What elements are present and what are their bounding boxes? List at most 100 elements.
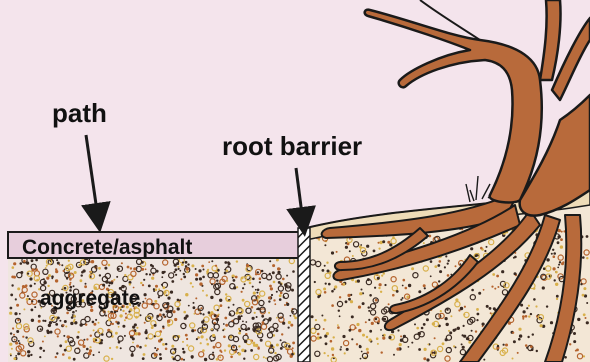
- speckle: [10, 294, 13, 297]
- speckle: [262, 321, 265, 324]
- speckle: [201, 265, 204, 268]
- speckle: [127, 266, 130, 269]
- speckle: [89, 346, 91, 348]
- speckle: [195, 268, 197, 270]
- speckle: [220, 304, 223, 307]
- speckle: [408, 346, 410, 348]
- speckle: [9, 312, 12, 315]
- speckle: [255, 289, 257, 291]
- speckle: [575, 350, 577, 352]
- speckle: [525, 344, 528, 347]
- speckle: [245, 328, 248, 331]
- speckle: [314, 281, 316, 283]
- speckle: [69, 284, 71, 286]
- speckle: [242, 299, 245, 302]
- speckle: [140, 282, 142, 284]
- speckle: [194, 329, 196, 331]
- speckle: [445, 255, 447, 257]
- speckle: [181, 263, 184, 266]
- speckle: [322, 269, 325, 272]
- speckle: [231, 320, 233, 322]
- speckle: [109, 347, 111, 349]
- speckle: [162, 343, 165, 346]
- speckle: [573, 340, 576, 343]
- speckle: [63, 270, 65, 272]
- speckle: [522, 318, 524, 320]
- speckle: [10, 355, 12, 357]
- speckle: [362, 334, 365, 337]
- speckle: [292, 347, 294, 349]
- speckle: [348, 298, 351, 301]
- speckle: [253, 292, 256, 295]
- speckle: [208, 311, 211, 314]
- speckle: [121, 262, 123, 264]
- speckle: [151, 277, 154, 280]
- speckle: [242, 287, 244, 289]
- speckle: [361, 289, 363, 291]
- speckle: [90, 271, 92, 273]
- speckle: [118, 268, 120, 270]
- speckle: [166, 310, 169, 313]
- speckle: [228, 262, 231, 265]
- speckle: [145, 329, 147, 331]
- speckle: [260, 339, 263, 342]
- speckle: [75, 310, 77, 312]
- speckle: [367, 278, 370, 281]
- speckle: [411, 342, 413, 344]
- speckle: [497, 345, 499, 347]
- speckle: [392, 294, 395, 297]
- speckle: [447, 263, 449, 265]
- speckle: [19, 313, 21, 315]
- speckle: [17, 352, 20, 355]
- speckle: [359, 292, 362, 295]
- speckle: [244, 283, 246, 285]
- speckle: [358, 329, 361, 332]
- speckle: [556, 298, 558, 300]
- speckle: [182, 341, 184, 343]
- speckle: [211, 340, 213, 342]
- speckle: [497, 286, 499, 288]
- speckle: [369, 338, 372, 341]
- speckle: [383, 272, 385, 274]
- speckle: [366, 336, 368, 338]
- speckle: [206, 294, 208, 296]
- speckle: [351, 315, 354, 318]
- speckle: [62, 353, 65, 356]
- speckle: [270, 287, 273, 290]
- speckle: [573, 332, 576, 335]
- speckle: [12, 266, 15, 269]
- speckle: [376, 337, 379, 340]
- speckle: [288, 345, 291, 348]
- speckle: [105, 315, 107, 317]
- speckle: [173, 271, 175, 273]
- speckle: [31, 300, 33, 302]
- speckle: [223, 323, 225, 325]
- speckle: [375, 299, 378, 302]
- speckle: [191, 329, 194, 332]
- speckle: [430, 260, 433, 263]
- speckle: [252, 317, 255, 320]
- speckle: [402, 285, 404, 287]
- speckle: [269, 285, 272, 288]
- speckle: [29, 277, 32, 280]
- speckle: [366, 348, 369, 351]
- speckle: [89, 349, 92, 352]
- speckle: [334, 285, 337, 288]
- speckle: [83, 339, 85, 341]
- speckle: [557, 267, 559, 269]
- speckle: [484, 250, 486, 252]
- speckle: [136, 327, 138, 329]
- speckle: [251, 306, 254, 309]
- speckle: [368, 306, 370, 308]
- speckle: [172, 351, 175, 354]
- speckle: [10, 332, 12, 334]
- speckle: [158, 288, 160, 290]
- speckle: [55, 323, 58, 326]
- speckle: [73, 315, 76, 318]
- speckle: [397, 329, 399, 331]
- speckle: [525, 315, 528, 318]
- speckle: [48, 324, 51, 327]
- speckle: [532, 333, 534, 335]
